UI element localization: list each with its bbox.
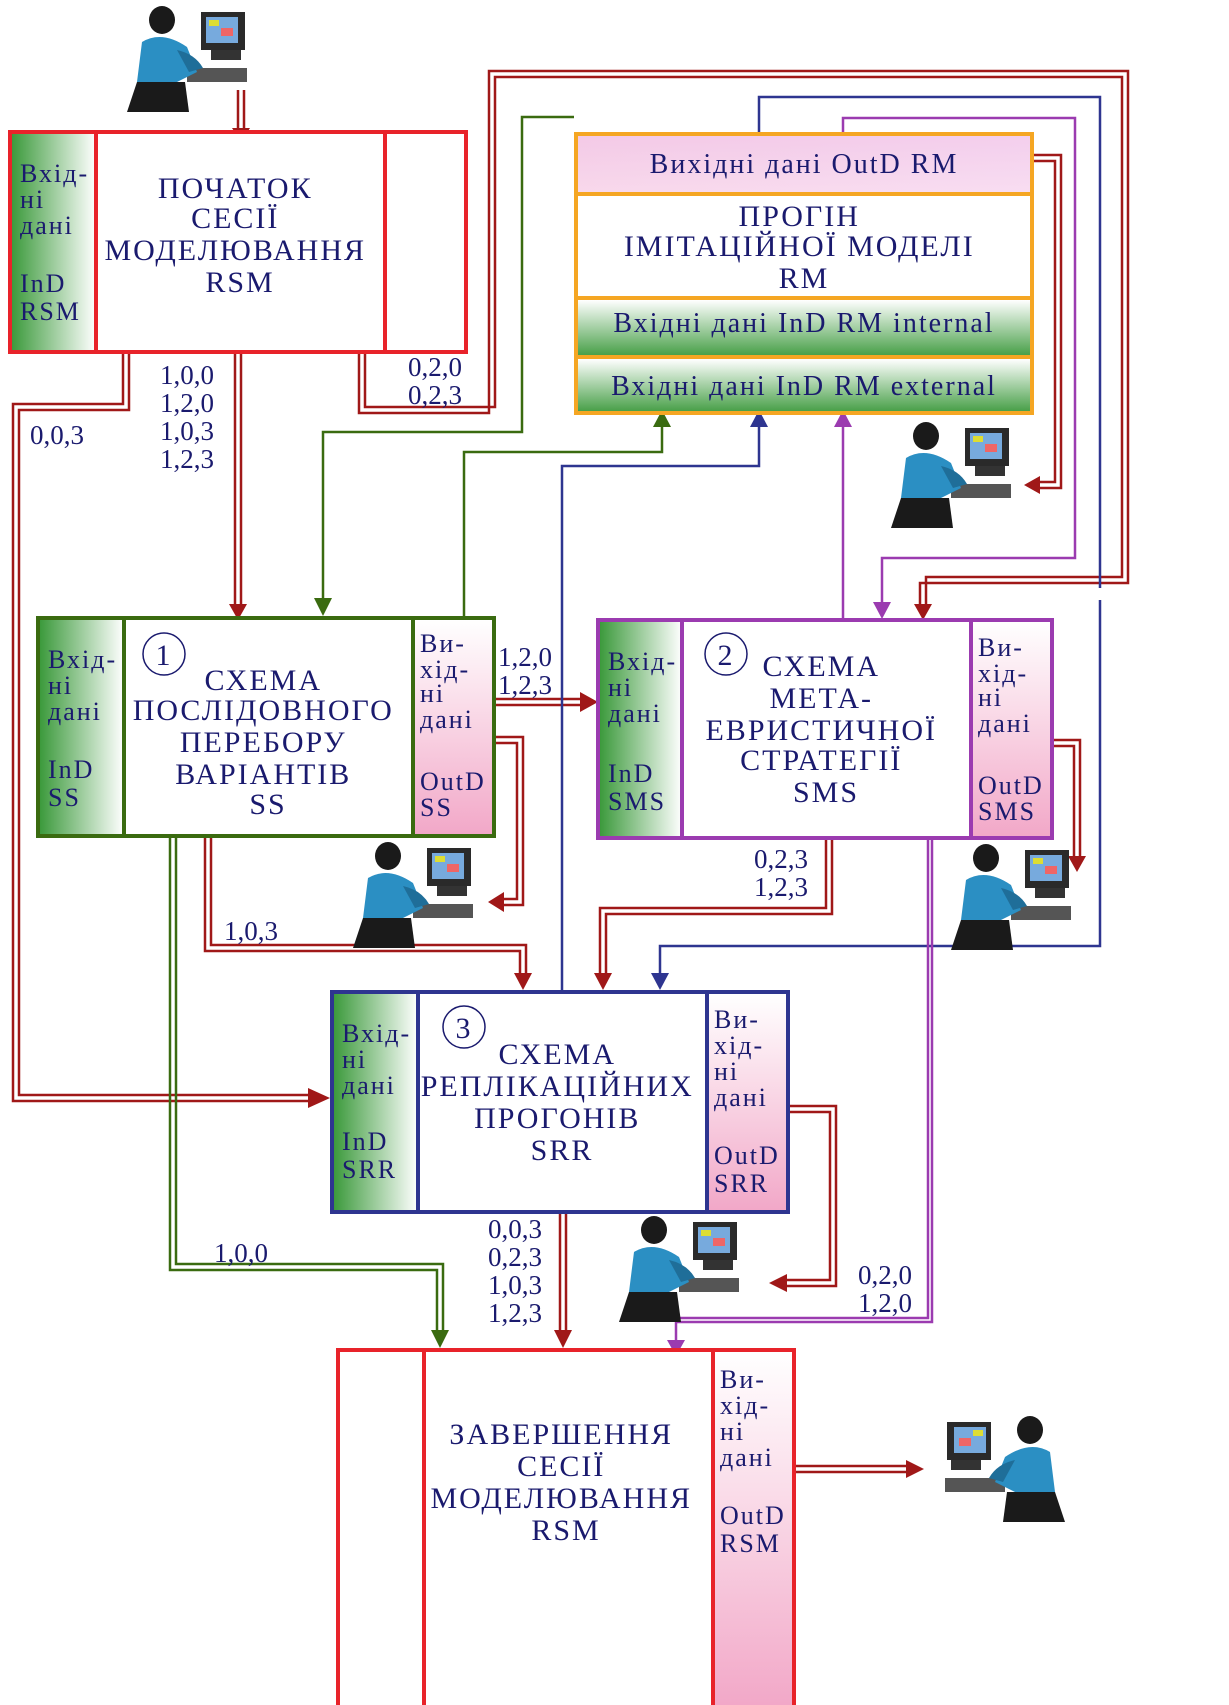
user-at-computer-icon	[127, 6, 247, 112]
sms-box: 2 Вхід- ні дані InD SMS СХЕМА МЕТА- ЕВРИ…	[598, 620, 1052, 838]
ss-number: 1	[156, 639, 173, 672]
sms-number: 2	[718, 639, 735, 672]
ss-box: 1 Вхід- ні дані InD SS СХЕМА ПОСЛІДОВНОГ…	[38, 618, 494, 836]
user-at-computer-icon	[619, 1216, 739, 1322]
end-session-box: ЗАВЕРШЕННЯ СЕСІЇ МОДЕЛЮВАННЯ RSM Ви- хід…	[338, 1350, 794, 1705]
rm-input-external-label: Вхідні дані InD RM external	[611, 371, 997, 402]
user-at-computer-icon	[951, 844, 1071, 950]
label-start-to-srr: 0,0,3	[30, 420, 84, 450]
rm-output-label: Вихідні дані OutD RM	[650, 149, 959, 180]
srr-number: 3	[456, 1012, 473, 1045]
label-start-to-ss: 1,0,0 1,2,0 1,0,3 1,2,3	[160, 360, 221, 474]
user-at-computer-icon	[945, 1416, 1065, 1522]
label-srr-to-end: 0,0,3 0,2,3 1,0,3 1,2,3	[488, 1214, 549, 1328]
label-sms-to-srr: 0,2,3 1,2,3	[754, 844, 815, 902]
user-at-computer-icon	[353, 842, 473, 948]
label-ss-to-end: 1,0,0	[214, 1238, 268, 1268]
rm-box: Вихідні дані OutD RM ПРОГІН ІМІТАЦІЙНОЇ …	[576, 134, 1032, 413]
label-sms-to-end: 0,2,0 1,2,0	[858, 1260, 919, 1318]
start-session-box: Вхід- ні дані InD RSM ПОЧАТОК СЕСІЇ МОДЕ…	[10, 132, 466, 352]
label-ss-to-srr: 1,0,3	[224, 916, 278, 946]
rm-input-internal-label: Вхідні дані InD RM internal	[613, 308, 994, 339]
user-at-computer-icon	[891, 422, 1011, 528]
label-ss-to-sms: 1,2,0 1,2,3	[498, 642, 559, 700]
label-start-to-rm: 0,2,0 0,2,3	[408, 352, 469, 410]
srr-box: 3 Вхід- ні дані InD SRR СХЕМА РЕПЛІКАЦІЙ…	[332, 992, 788, 1212]
